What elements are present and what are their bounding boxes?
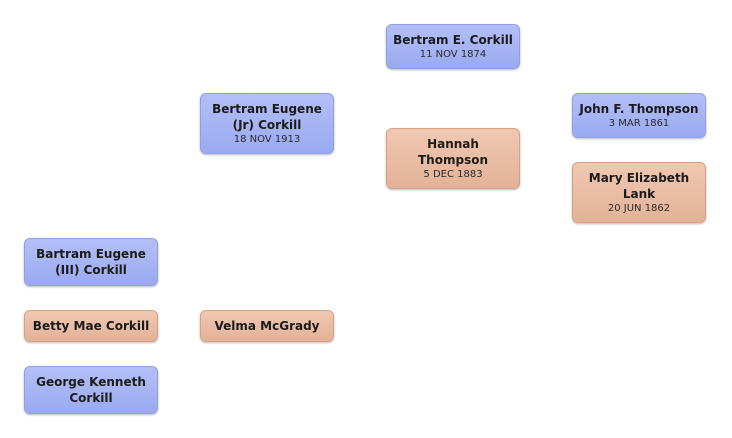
- person-card-hannah-thompson[interactable]: Hannah Thompson 5 DEC 1883: [386, 128, 520, 189]
- person-birth-date: 20 JUN 1862: [607, 203, 671, 214]
- person-name: John F. Thompson: [579, 102, 699, 116]
- person-birth-date: 3 MAR 1861: [608, 118, 670, 129]
- person-card-john-f-thompson[interactable]: John F. Thompson 3 MAR 1861: [572, 93, 706, 138]
- person-card-bertram-e-corkill[interactable]: Bertram E. Corkill 11 NOV 1874: [386, 24, 520, 69]
- person-card-mary-elizabeth-lank[interactable]: Mary Elizabeth Lank 20 JUN 1862: [572, 162, 706, 223]
- person-birth-date: 11 NOV 1874: [419, 49, 487, 60]
- person-name: Bartram Eugene (III) Corkill: [36, 247, 146, 277]
- person-card-george-kenneth-corkill[interactable]: George Kenneth Corkill: [24, 366, 158, 414]
- person-name: George Kenneth Corkill: [36, 375, 146, 405]
- person-card-betty-mae-corkill[interactable]: Betty Mae Corkill: [24, 310, 158, 342]
- person-birth-date: 5 DEC 1883: [423, 169, 483, 180]
- person-card-bertram-eugene-jr-corkill[interactable]: Bertram Eugene (Jr) Corkill 18 NOV 1913: [200, 93, 334, 154]
- person-name: Velma McGrady: [214, 319, 320, 333]
- person-name: Betty Mae Corkill: [32, 319, 150, 333]
- person-name: Bertram E. Corkill: [393, 33, 513, 47]
- person-birth-date: 18 NOV 1913: [233, 134, 301, 145]
- person-card-velma-mcgrady[interactable]: Velma McGrady: [200, 310, 334, 342]
- person-name: Hannah Thompson: [418, 137, 488, 167]
- person-card-bartram-eugene-iii-corkill[interactable]: Bartram Eugene (III) Corkill: [24, 238, 158, 286]
- person-name: Bertram Eugene (Jr) Corkill: [212, 102, 322, 132]
- person-name: Mary Elizabeth Lank: [588, 171, 690, 201]
